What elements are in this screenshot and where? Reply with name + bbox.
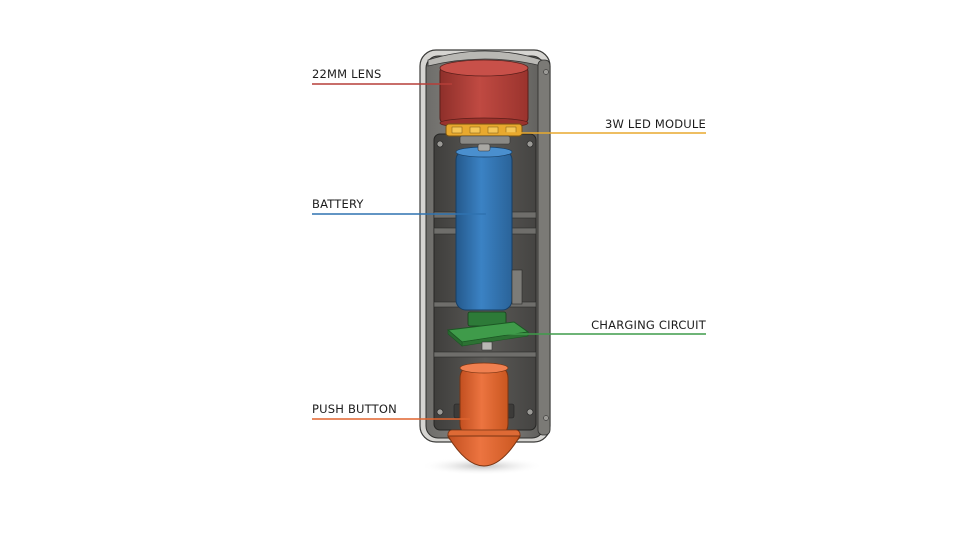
label-push-button: PUSH BUTTON bbox=[312, 402, 397, 416]
battery-part bbox=[455, 143, 523, 311]
charging-circuit-part bbox=[446, 311, 530, 351]
label-charging-circuit: CHARGING CIRCUIT bbox=[591, 318, 706, 332]
lens-part bbox=[439, 59, 529, 129]
label-battery: BATTERY bbox=[312, 197, 364, 211]
push-button-part bbox=[447, 362, 521, 467]
label-3w-led-module: 3W LED MODULE bbox=[604, 117, 706, 131]
label-22mm-lens: 22MM LENS bbox=[312, 67, 382, 81]
